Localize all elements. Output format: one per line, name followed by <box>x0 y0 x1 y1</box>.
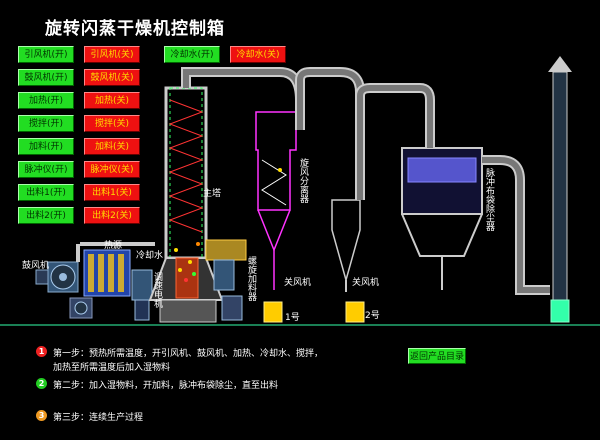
rotary-valve-1-label: 关风机 <box>284 278 312 288</box>
cyclone-label: 旋风分离器 <box>298 158 308 203</box>
bin1-label: 1号 <box>285 313 300 323</box>
cooling-water-off-button[interactable]: 冷却水(关) <box>230 46 286 63</box>
step1-badge: 1 <box>36 346 47 357</box>
step2-badge: 2 <box>36 378 47 389</box>
step3-text: 第三步：连续生产过程 <box>53 413 144 423</box>
step3-badge: 3 <box>36 410 47 421</box>
discharge1-off-button[interactable]: 出料1(关) <box>84 184 140 201</box>
stir-off-button[interactable]: 搅拌(关) <box>84 115 140 132</box>
screw-feeder-label: 螺旋加料器 <box>246 256 256 301</box>
bag-filter-label: 脉冲布袋除尘器 <box>484 168 494 231</box>
step1-text-line2: 加热至所需温度后加入湿物料 <box>53 363 171 373</box>
draft-fan-off-button[interactable]: 引风机(关) <box>84 46 140 63</box>
screw-feeder-graphic <box>205 239 247 321</box>
stir-on-button[interactable]: 搅拌(开) <box>18 115 74 132</box>
second-cyclone-graphic <box>331 199 365 323</box>
discharge2-off-button[interactable]: 出料2(关) <box>84 207 140 224</box>
blower-label: 鼓风机 <box>22 261 50 271</box>
cooling-water-label: 冷却水 <box>136 251 164 261</box>
exhaust-stack-graphic <box>548 56 572 323</box>
heat-source-label: 热源 <box>104 241 123 251</box>
cooling-water-on-button[interactable]: 冷却水(开) <box>164 46 220 63</box>
heat-source-graphic <box>76 242 155 297</box>
feed-off-button[interactable]: 加料(关) <box>84 138 140 155</box>
main-tower-graphic <box>148 86 224 323</box>
heat-on-button[interactable]: 加热(开) <box>18 92 74 109</box>
bin2-label: 2号 <box>365 311 380 321</box>
step1-text: 第一步：预热所需温度，开引风机、鼓风机、加热、冷却水、搅拌， <box>53 349 324 359</box>
pulse-off-button[interactable]: 脉冲仪(关) <box>84 161 140 178</box>
page-title: 旋转闪蒸干燥机控制箱 <box>45 19 225 39</box>
discharge2-on-button[interactable]: 出料2(开) <box>18 207 74 224</box>
blower-on-button[interactable]: 鼓风机(开) <box>18 69 74 86</box>
cyclone-separator-graphic <box>255 111 297 323</box>
return-to-catalog-button[interactable]: 返回产品目录 <box>408 348 466 364</box>
bag-filter-graphic <box>355 83 483 290</box>
feed-on-button[interactable]: 加料(开) <box>18 138 74 155</box>
blower-off-button[interactable]: 鼓风机(关) <box>84 69 140 86</box>
step2-text: 第二步：加入湿物料，开加料，脉冲布袋除尘，直至出料 <box>53 381 279 391</box>
heat-off-button[interactable]: 加热(关) <box>84 92 140 109</box>
blower-graphic <box>35 261 93 319</box>
discharge1-on-button[interactable]: 出料1(开) <box>18 184 74 201</box>
draft-fan-on-button[interactable]: 引风机(开) <box>18 46 74 63</box>
pulse-on-button[interactable]: 脉冲仪(开) <box>18 161 74 178</box>
speed-motor-label: 调速电机 <box>152 272 162 308</box>
main-tower-label: 主塔 <box>203 189 222 199</box>
rotary-valve-2-label: 关风机 <box>352 278 380 288</box>
speed-motor-graphic <box>131 269 153 321</box>
